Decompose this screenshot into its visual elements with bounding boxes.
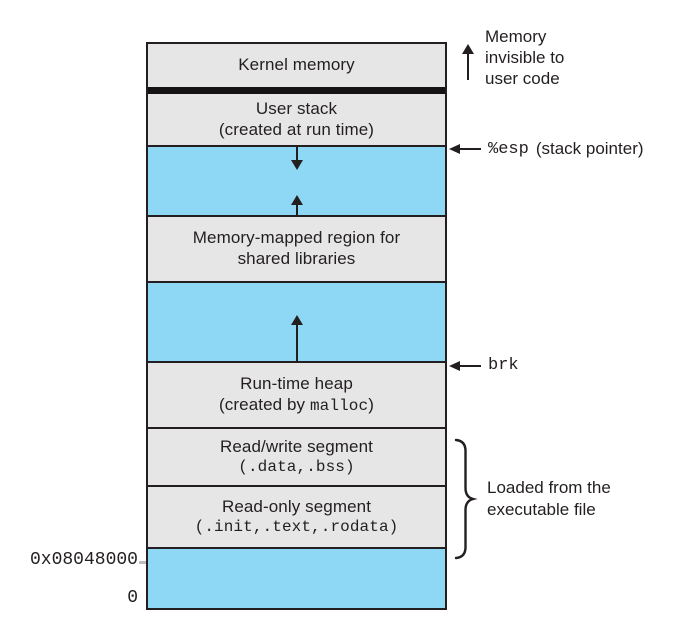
brk-left-arrow-icon xyxy=(449,360,481,371)
esp-left-arrow-icon xyxy=(449,144,481,154)
mmap-grows-up-arrow xyxy=(290,195,303,215)
segment-sublabel: (created by malloc) xyxy=(219,394,374,415)
address-text-start: 0x08048000 xyxy=(29,550,138,570)
address-tick xyxy=(139,561,146,564)
esp-annotation: %esp (stack pointer) xyxy=(449,139,644,159)
malloc-code: malloc xyxy=(309,396,369,415)
note-line: Loaded from the xyxy=(487,478,611,497)
segment-sublabel: shared libraries xyxy=(237,249,356,268)
kernel-user-divider xyxy=(148,87,445,94)
brk-annotation: brk xyxy=(449,356,519,375)
segment-label: Kernel memory xyxy=(238,55,355,75)
heap-grows-up-arrow xyxy=(290,315,303,361)
segment-label: Read/write segment xyxy=(220,436,373,456)
segment-memory-mapped: Memory-mapped region for shared librarie… xyxy=(148,217,445,283)
note-line: Memory xyxy=(485,27,547,46)
segment-label: Read-only segment xyxy=(221,496,372,516)
memory-invisible-note: Memory invisible to user code xyxy=(485,26,564,89)
address-zero: 0 xyxy=(127,588,138,608)
executable-brace-icon xyxy=(454,438,478,560)
segment-label: Run-time heap xyxy=(240,373,353,393)
note-line: executable file xyxy=(487,500,596,519)
virtual-address-space-box: Kernel memory User stack (created at run… xyxy=(146,42,447,610)
segment-sections: (.data,.bss) xyxy=(238,457,355,476)
note-line: invisible to xyxy=(485,48,565,67)
segment-user-stack: User stack (created at run time) xyxy=(148,94,445,147)
segment-runtime-heap: Run-time heap (created by malloc) xyxy=(148,363,445,429)
brk-pointer: brk xyxy=(488,356,519,375)
note-line: user code xyxy=(485,69,560,88)
segment-sublabel: (created at run time) xyxy=(218,119,375,139)
kernel-up-arrow-icon xyxy=(462,44,474,80)
region-unmapped-low xyxy=(148,549,445,608)
segment-sections: (.init,.text,.rodata) xyxy=(194,517,399,536)
region-heap-growth-gap xyxy=(148,283,445,363)
segment-label: Memory-mapped region for xyxy=(192,228,401,248)
region-stack-growth-gap xyxy=(148,147,445,217)
esp-caption: (stack pointer) xyxy=(535,139,644,158)
segment-kernel-memory: Kernel memory xyxy=(148,44,445,87)
esp-register: %esp xyxy=(488,139,529,159)
segment-label: User stack xyxy=(255,98,338,118)
segment-read-write: Read/write segment (.data,.bss) xyxy=(148,429,445,487)
stack-grows-down-arrow xyxy=(290,147,303,170)
segment-read-only: Read-only segment (.init,.text,.rodata) xyxy=(148,487,445,549)
loaded-from-executable-note: Loaded from the executable file xyxy=(487,477,611,521)
